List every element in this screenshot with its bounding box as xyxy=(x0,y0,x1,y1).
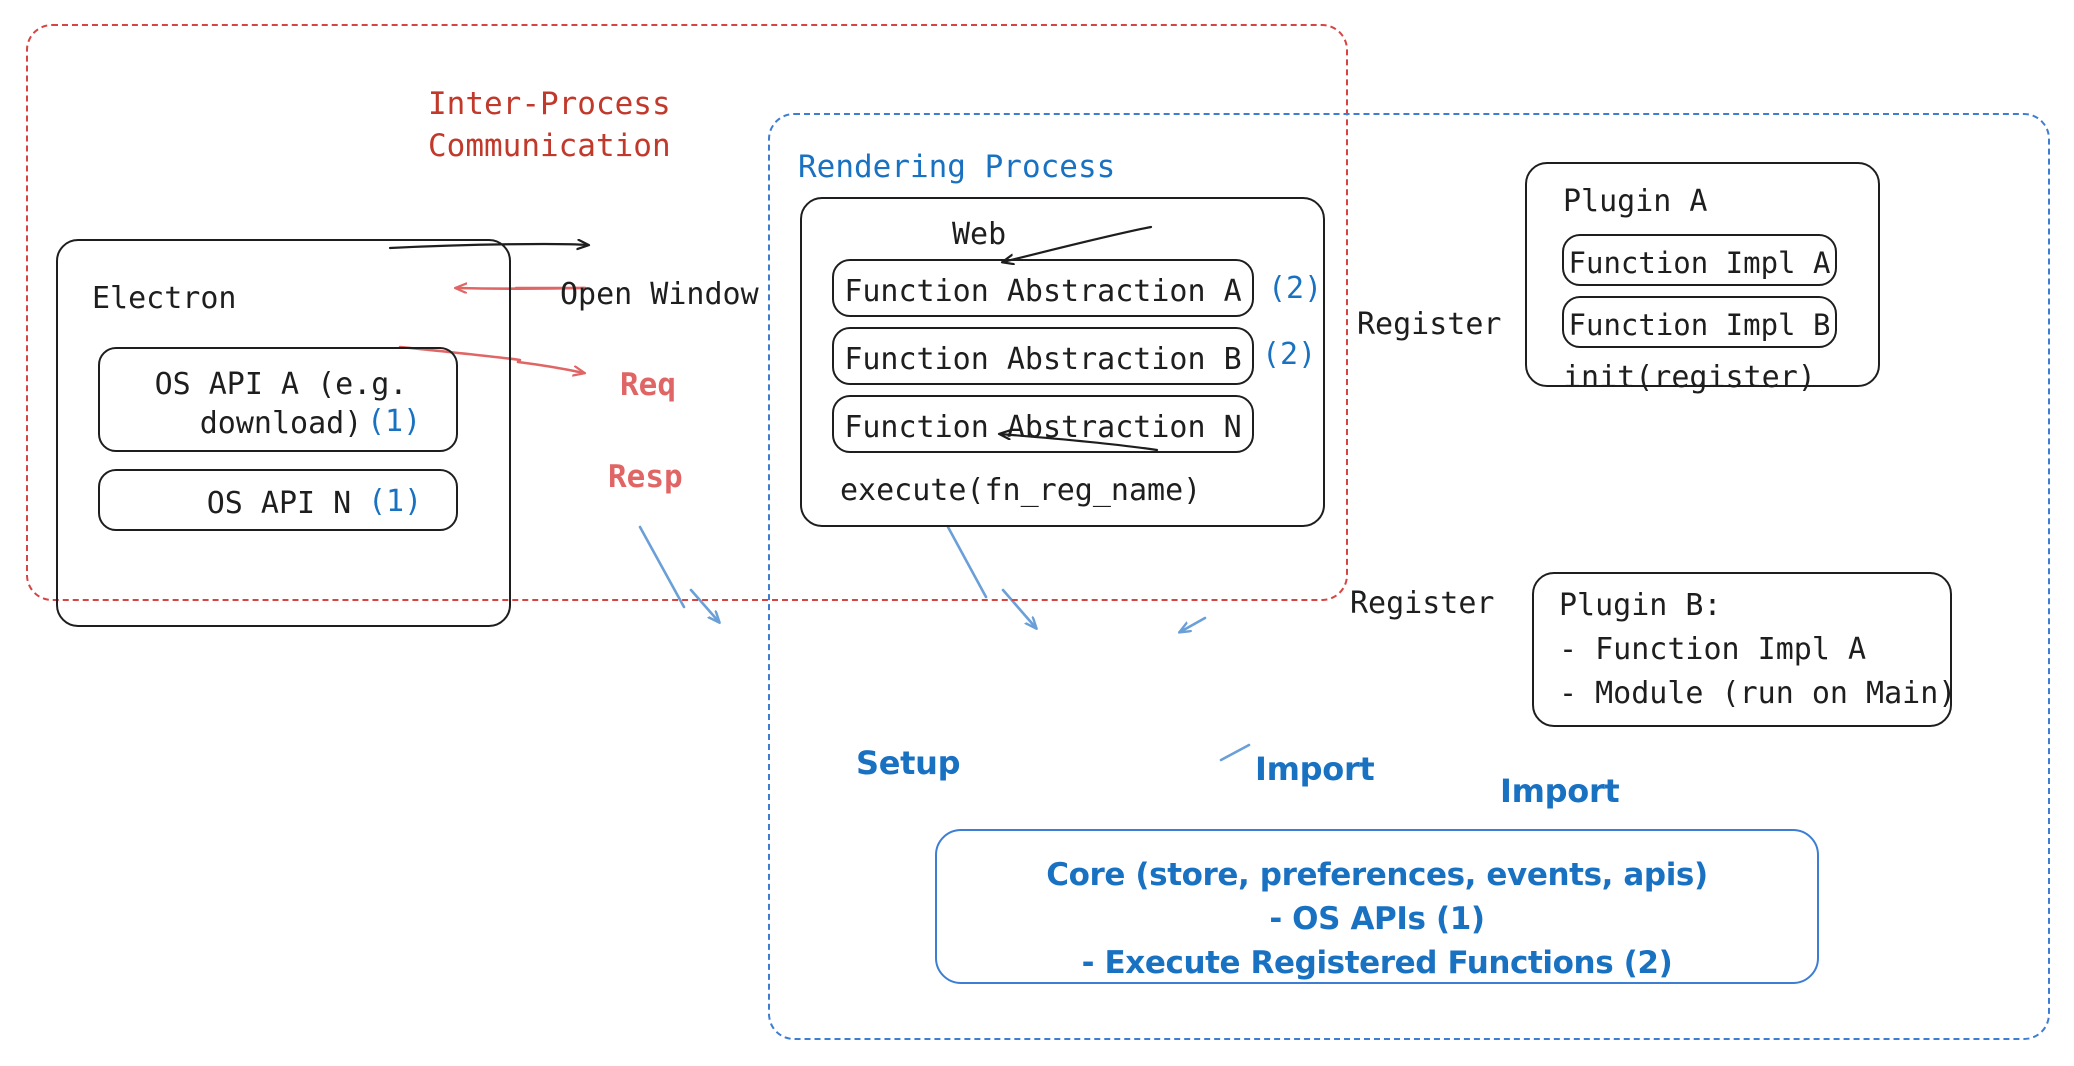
function-abstraction-b-label: Function Abstraction B xyxy=(844,342,1242,377)
electron-title: Electron xyxy=(92,281,237,316)
function-abstraction-a-label: Function Abstraction A xyxy=(844,274,1242,309)
function-abstraction-a-box[interactable]: Function Abstraction A xyxy=(832,259,1254,317)
plugin-a-function-impl-a-label: Function Impl A xyxy=(1568,246,1831,280)
os-api-n-marker: (1) xyxy=(368,484,423,519)
function-abstraction-n-label: Function Abstraction N xyxy=(844,410,1242,445)
edge-label-req: Req xyxy=(620,367,676,403)
function-abstraction-b-marker: (2) xyxy=(1262,337,1317,372)
plugin-a-function-impl-b-box[interactable]: Function Impl B xyxy=(1562,296,1837,348)
os-api-a-box[interactable]: OS API A (e.g. download) (1) xyxy=(98,347,458,452)
plugin-a-box: Plugin A Function Impl A Function Impl B… xyxy=(1525,162,1880,395)
core-line-main: Core (store, preferences, events, apis) xyxy=(1046,857,1708,893)
rendering-process-group-label: Rendering Process xyxy=(798,149,1116,185)
plugin-b-title: Plugin B: xyxy=(1559,588,1722,623)
edge-label-setup: Setup xyxy=(856,744,961,782)
plugin-b-item-module: - Module (run on Main) xyxy=(1559,676,1957,711)
os-api-n-label: OS API N xyxy=(206,486,352,521)
edge-label-open-window: Open Window xyxy=(560,277,759,312)
edge-label-register-plugin-b: Register xyxy=(1350,586,1495,621)
plugin-a-init-footer: init(register) xyxy=(1563,360,1816,395)
group-inter-process-communication xyxy=(26,24,1348,601)
core-line-os-apis: - OS APIs (1) xyxy=(1269,901,1485,937)
edge-label-import-plugin-b: Import xyxy=(1500,772,1620,810)
edge-label-resp: Resp xyxy=(608,459,683,495)
os-api-a-marker: (1) xyxy=(367,404,422,439)
function-abstraction-a-marker: (2) xyxy=(1268,271,1323,306)
plugin-a-function-impl-a-box[interactable]: Function Impl A xyxy=(1562,234,1837,286)
web-title: Web xyxy=(952,217,1007,252)
electron-box: Electron OS API A (e.g. download) (1) OS… xyxy=(56,239,511,627)
core-box: Core (store, preferences, events, apis) … xyxy=(935,829,1819,984)
plugin-b-item-function-impl-a: - Function Impl A xyxy=(1559,632,1867,667)
os-api-n-box[interactable]: OS API N (1) xyxy=(98,469,458,531)
ipc-label-line1: Inter-Process xyxy=(428,86,671,122)
os-api-a-label-line1: OS API A (e.g. xyxy=(154,367,408,402)
os-api-a-label-line2: download) xyxy=(199,406,363,441)
ipc-label-line2: Communication xyxy=(428,127,671,164)
core-line-execute: - Execute Registered Functions (2) xyxy=(1081,945,1673,981)
plugin-a-title: Plugin A xyxy=(1563,184,1708,219)
function-abstraction-b-box[interactable]: Function Abstraction B xyxy=(832,327,1254,385)
plugin-a-function-impl-b-label: Function Impl B xyxy=(1568,308,1831,342)
web-execute-footer: execute(fn_reg_name) xyxy=(840,473,1202,508)
edge-label-register-plugin-a: Register xyxy=(1357,307,1502,342)
web-box: Web Function Abstraction A (2) Function … xyxy=(800,197,1325,527)
group-rendering-process xyxy=(768,113,2050,1040)
edge-label-import-web: Import xyxy=(1255,750,1375,788)
plugin-b-box: Plugin B: - Function Impl A - Module (ru… xyxy=(1532,572,1956,727)
function-abstraction-n-box[interactable]: Function Abstraction N xyxy=(832,395,1254,453)
